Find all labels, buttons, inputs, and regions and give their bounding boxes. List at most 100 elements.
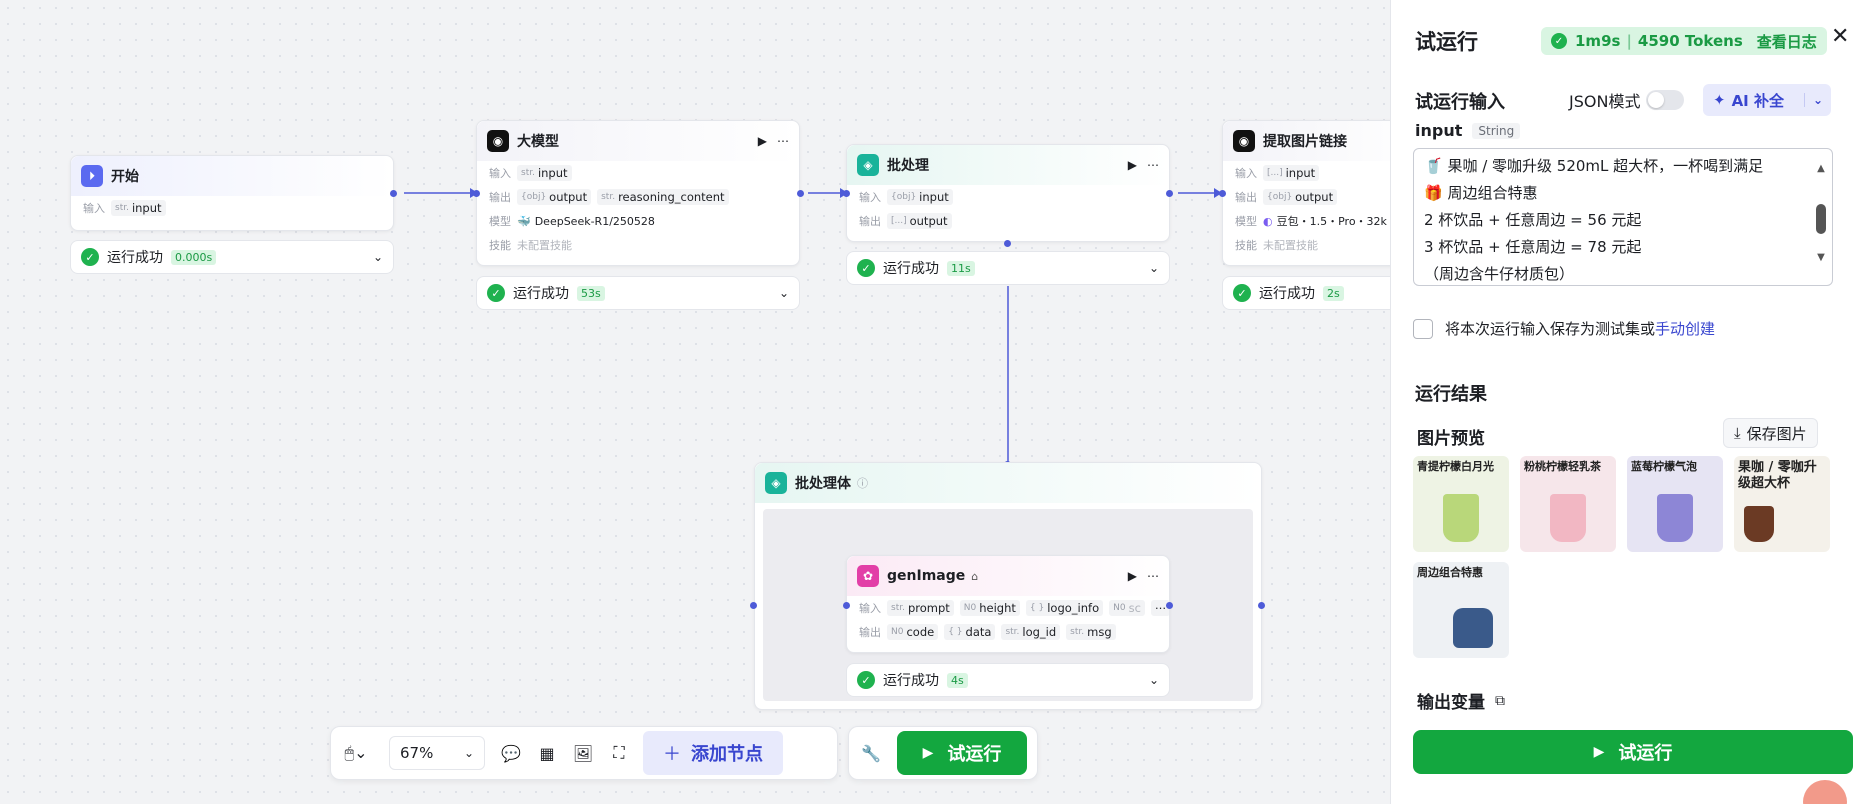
view-log-link[interactable]: 查看日志 [1756,32,1817,51]
scroll-up-icon[interactable]: ▲ [1817,163,1825,174]
chevron-down-icon[interactable]: ⌄ [1803,93,1831,107]
input-port[interactable] [843,602,850,609]
output-port[interactable] [390,190,397,197]
input-port[interactable] [1219,190,1226,197]
manual-create-link[interactable]: 手动创建 [1655,320,1716,338]
drink-cup [1657,494,1693,542]
chevron-down-icon[interactable]: ⌄ [1148,673,1159,687]
info-icon[interactable]: ⓘ [857,477,868,490]
duration-badge: 2s [1323,285,1344,301]
thumb-title: 果咖 / 零咖升级超大杯 [1738,460,1817,491]
field-type-badge: String [1472,122,1521,139]
check-icon: ✓ [81,248,99,266]
row-label: 输出 [859,215,881,228]
save-testset-label: 将本次运行输入保存为测试集或 [1445,320,1656,338]
save-testset-checkbox[interactable] [1413,318,1433,339]
output-vars-header: 输出变量 ⧉ [1417,688,1505,714]
variable-tag: str.input [517,165,572,181]
wrench-icon[interactable]: 🔧 [861,743,881,763]
comment-icon[interactable]: 💬 [501,743,521,763]
node-status-genimage[interactable]: ✓ 运行成功 4s ⌄ [846,663,1170,697]
node-status-llm[interactable]: ✓ 运行成功 53s ⌄ [476,276,800,310]
play-icon[interactable]: ▶ [1127,569,1137,583]
more-icon[interactable]: ⋯ [1150,600,1169,616]
test-run-panel: 试运行 ✓ 1m9s | 4590 Tokens 查看日志 ✕ 试运行输入 JS… [1390,0,1860,804]
more-icon[interactable]: ⋯ [777,134,789,148]
chevron-down-icon[interactable]: ⌄ [778,286,789,300]
row-label: 输入 [859,602,881,615]
zoom-select[interactable]: 67%⌄ [389,736,485,770]
check-icon: ✓ [1233,284,1251,302]
node-llm[interactable]: ◉ 大模型 ▶⋯ 输入 str.input 输出 {obj}output str… [476,120,800,266]
image-thumbnail[interactable]: 果咖 / 零咖升级超大杯 [1734,456,1830,552]
assistant-avatar[interactable] [1803,780,1847,804]
workflow-canvas[interactable]: ⏵ 开始 输入 str.input ✓ 运行成功 0.000s ⌄ ◉ 大模型 … [0,0,1390,804]
variable-tag: str.input [111,200,166,216]
row-label: 模型 [489,215,511,228]
node-status-batch[interactable]: ✓ 运行成功 11s ⌄ [846,251,1170,285]
node-batch[interactable]: ◈ 批处理 ▶⋯ 输入 {obj}input 输出 [...]output [846,144,1170,242]
start-icon: ⏵ [81,165,103,187]
add-node-button[interactable]: ＋添加节点 [643,731,783,775]
variable-tag: [...]input [1263,165,1320,181]
batch-body-port[interactable] [1004,240,1011,247]
more-icon[interactable]: ⋯ [1147,158,1159,172]
text-line: 2 杯饮品 + 任意周边 = 56 元起 [1424,211,1642,229]
save-image-button[interactable]: ⤓ 保存图片 [1723,418,1818,448]
variable-tag: str.msg [1066,624,1116,640]
thumb-title: 粉桃柠檬轻乳茶 [1524,460,1601,473]
node-extract[interactable]: ◉ 提取图片链接 输入 [...]input 输出 {obj}output 模型… [1222,120,1390,266]
sparkle-icon: ✦ [1713,91,1726,109]
output-port[interactable] [1166,190,1173,197]
text-line: （周边含牛仔材质包） [1424,265,1575,283]
input-port[interactable] [750,602,757,609]
image-thumbnail[interactable]: 粉桃柠檬轻乳茶 [1520,456,1616,552]
node-start[interactable]: ⏵ 开始 输入 str.input [70,155,394,231]
image-thumbnail[interactable]: 青提柠檬白月光 [1413,456,1509,552]
image-thumbnail[interactable]: 蓝莓柠檬气泡 [1627,456,1723,552]
chevron-down-icon[interactable]: ⌄ [1148,261,1159,275]
node-status-start[interactable]: ✓ 运行成功 0.000s ⌄ [70,240,394,274]
skill-value: 未配置技能 [1263,239,1318,252]
play-icon[interactable]: ▶ [1127,158,1137,172]
scrollbar-thumb[interactable] [1816,204,1826,234]
output-port[interactable] [1166,602,1173,609]
ai-fill-button[interactable]: ✦ AI 补全 ⌄ [1703,84,1831,116]
json-mode-label: JSON模式 [1569,92,1641,111]
row-label: 输出 [859,626,881,639]
textarea-scrollbar[interactable]: ▲ ▼ [1814,155,1828,281]
doubao-icon: ◐ [1263,214,1273,228]
input-port[interactable] [843,190,850,197]
panel-run-button[interactable]: ▶ 试运行 [1413,730,1853,774]
toggle-switch[interactable] [1646,90,1685,110]
scroll-down-icon[interactable]: ▼ [1817,252,1825,263]
canvas-run-button[interactable]: ▶试运行 [897,731,1027,775]
more-icon[interactable]: ⋯ [1147,569,1159,583]
duration-badge: 11s [947,260,975,276]
status-text: 运行成功 [513,286,569,302]
json-mode-toggle[interactable]: JSON模式 [1569,88,1685,112]
input-port[interactable] [473,190,480,197]
output-port[interactable] [1258,602,1265,609]
node-title: 提取图片链接 [1263,134,1347,150]
input-textarea[interactable]: 🥤 果咖 / 零咖升级 520mL 超大杯，一杯喝到满足 🎁 周边组合特惠 2 … [1413,148,1833,286]
close-icon[interactable]: ✕ [1831,24,1850,49]
input-section-title: 试运行输入 [1415,92,1505,113]
status-text: 运行成功 [107,250,163,266]
chevron-down-icon[interactable]: ⌄ [372,250,383,264]
result-title: 运行结果 [1415,384,1487,405]
layout-icon[interactable]: ▦ [539,743,555,763]
output-port[interactable] [797,190,804,197]
variable-tag: {obj}input [887,189,953,205]
node-status-extract[interactable]: ✓ 运行成功 2s [1222,276,1390,310]
image-thumbnail[interactable]: 周边组合特惠 [1413,562,1509,658]
copy-icon[interactable]: ⧉ [1495,692,1505,709]
bag-shape [1453,608,1493,648]
play-icon[interactable]: ▶ [757,134,767,148]
fit-view-icon[interactable]: ⛶ [613,743,625,762]
minimap-icon[interactable]: 🖼 [572,743,594,763]
image-gen-icon: ✿ [857,565,879,587]
deepseek-icon: 🐳 [517,214,531,228]
mouse-mode-icon[interactable]: 🖱⌄ [344,743,368,762]
